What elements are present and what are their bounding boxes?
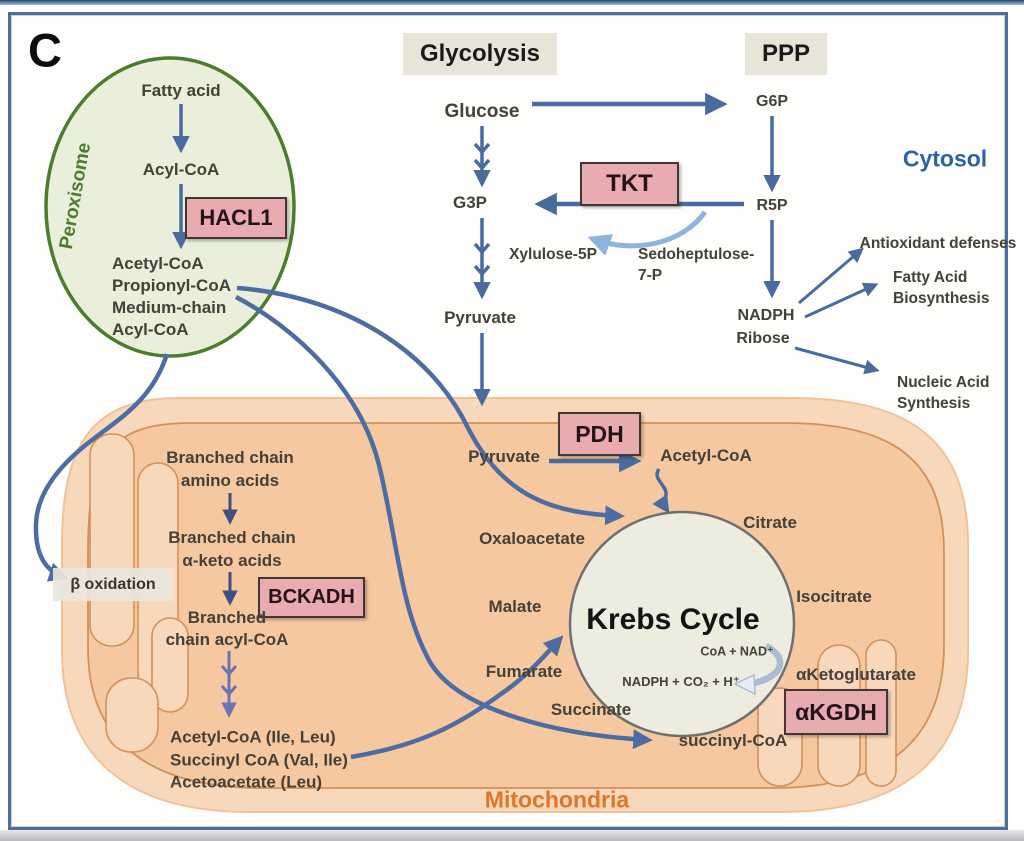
peroxisome-product-2: Propionyl-CoA	[112, 276, 231, 295]
mitochondria-label: Mitochondria	[484, 786, 630, 813]
label-oxaloacetate: Oxaloacetate	[479, 529, 585, 548]
peroxisome-product-3: Medium-chain	[112, 298, 227, 317]
branched2-line1: Branched chain	[168, 528, 296, 547]
curve-peroxisome-to-beta-oxidation	[33, 353, 170, 582]
peroxisome-product-1: Acetyl-CoA	[112, 254, 204, 273]
label-branched-chain-keto-acids: Branched chain α-keto acids	[168, 526, 296, 572]
bckadh-product-arrow	[220, 651, 238, 718]
label-nadph-co2: NADPH + CO₂ + H⁺	[622, 674, 740, 689]
fatty-acid-biosynthesis-line1: Fatty Acid	[893, 269, 968, 286]
curve-peroxisome-to-succinylcoa	[234, 295, 653, 750]
label-pyruvate-cytosol: Pyruvate	[444, 308, 516, 327]
label-citrate: Citrate	[743, 513, 797, 532]
krebs-cycle-circle	[568, 510, 796, 738]
akgdh-hollow-arrow	[733, 643, 784, 696]
bc-product-3: Acetoacetate (Leu)	[170, 772, 323, 792]
nucleic-acid-synthesis-line2: Synthesis	[897, 395, 971, 412]
sedoheptulose-line2: 7-P	[638, 267, 663, 284]
curve-products-to-krebs	[350, 635, 564, 760]
label-isocitrate: Isocitrate	[796, 587, 872, 606]
curve-peroxisome-to-krebs	[236, 285, 625, 526]
label-r5p: R5P	[756, 197, 788, 214]
label-acetyl-coa-mito: Acetyl-CoA	[660, 446, 752, 465]
label-nucleic-acid-synthesis: Nucleic Acid Synthesis	[897, 372, 989, 414]
label-glucose: Glucose	[444, 101, 520, 122]
branched-chain-products: Acetyl-CoA (Ile, Leu) Succinyl CoA (Val,…	[170, 726, 348, 794]
label-acyl-coa: Acyl-CoA	[142, 160, 220, 179]
peroxisome-products: Acetyl-CoA Propionyl-CoA Medium-chain Ac…	[112, 253, 231, 341]
pdh-enzyme-box: PDH	[558, 412, 641, 456]
label-malate: Malate	[488, 597, 542, 616]
branched1-line1: Branched chain	[166, 448, 294, 467]
branched1-line2: amino acids	[180, 471, 280, 490]
glycolysis-header: Glycolysis	[403, 33, 557, 75]
label-aketoglutarate: αKetoglutarate	[795, 665, 917, 684]
bc-product-1: Acetyl-CoA (Ile, Leu)	[170, 727, 336, 747]
branched2-line2: α-keto acids	[182, 551, 282, 570]
label-succinyl-coa: succinyl-CoA	[678, 731, 788, 750]
beta-oxidation-box: β oxidation	[53, 568, 173, 601]
tkt-arc-arrow	[587, 210, 708, 256]
label-fatty-acid-biosynthesis: Fatty Acid Biosynthesis	[893, 267, 989, 309]
panel-letter: C	[28, 23, 62, 77]
label-branched-chain-amino-acids: Branched chain amino acids	[166, 446, 294, 492]
nucleic-acid-synthesis-line1: Nucleic Acid	[897, 374, 990, 391]
tkt-enzyme-box: TKT	[580, 162, 679, 206]
label-ribose: Ribose	[736, 330, 790, 347]
peroxisome-shape	[44, 56, 296, 358]
label-xylulose-5p: Xylulose-5P	[509, 246, 597, 263]
label-sedoheptulose-7p: Sedoheptulose- 7-P	[638, 244, 754, 286]
label-g3p: G3P	[452, 193, 488, 212]
pathway-arrows	[172, 92, 880, 514]
bc-product-2: Succinyl CoA (Val, Ile)	[170, 749, 348, 769]
label-g6p: G6P	[755, 93, 789, 110]
bckadh-enzyme-box: BCKADH	[258, 577, 365, 618]
peroxisome-product-4: Acyl-CoA	[112, 320, 189, 339]
krebs-cycle-title: Krebs Cycle	[586, 603, 760, 636]
crosstalk-curves	[33, 285, 653, 760]
hacl1-enzyme-box: HACL1	[185, 197, 287, 239]
label-coa-nad: CoA + NAD⁺	[700, 644, 774, 659]
label-antioxidant-defenses: Antioxidant defenses	[859, 235, 1017, 252]
branched3-line2: chain acyl-CoA	[165, 630, 289, 649]
top-divider	[0, 0, 1024, 5]
fatty-acid-biosynthesis-line2: Biosynthesis	[893, 290, 990, 307]
label-pyruvate-mito: Pyruvate	[468, 447, 540, 466]
label-fatty-acid: Fatty acid	[141, 81, 221, 100]
label-nadph: NADPH	[737, 307, 795, 324]
branched3-line1: Branched	[187, 608, 267, 627]
label-branched-chain-acyl-coa: Branched chain acyl-CoA	[166, 607, 289, 651]
label-succinate: Succinate	[550, 700, 632, 719]
cytosol-label: Cytosol	[902, 145, 988, 172]
akgdh-enzyme-box: αKGDH	[784, 689, 888, 735]
ppp-header: PPP	[745, 33, 827, 75]
sedoheptulose-line1: Sedoheptulose-	[638, 246, 755, 263]
bottom-divider	[0, 830, 1024, 841]
label-fumarate: Fumarate	[485, 662, 563, 681]
